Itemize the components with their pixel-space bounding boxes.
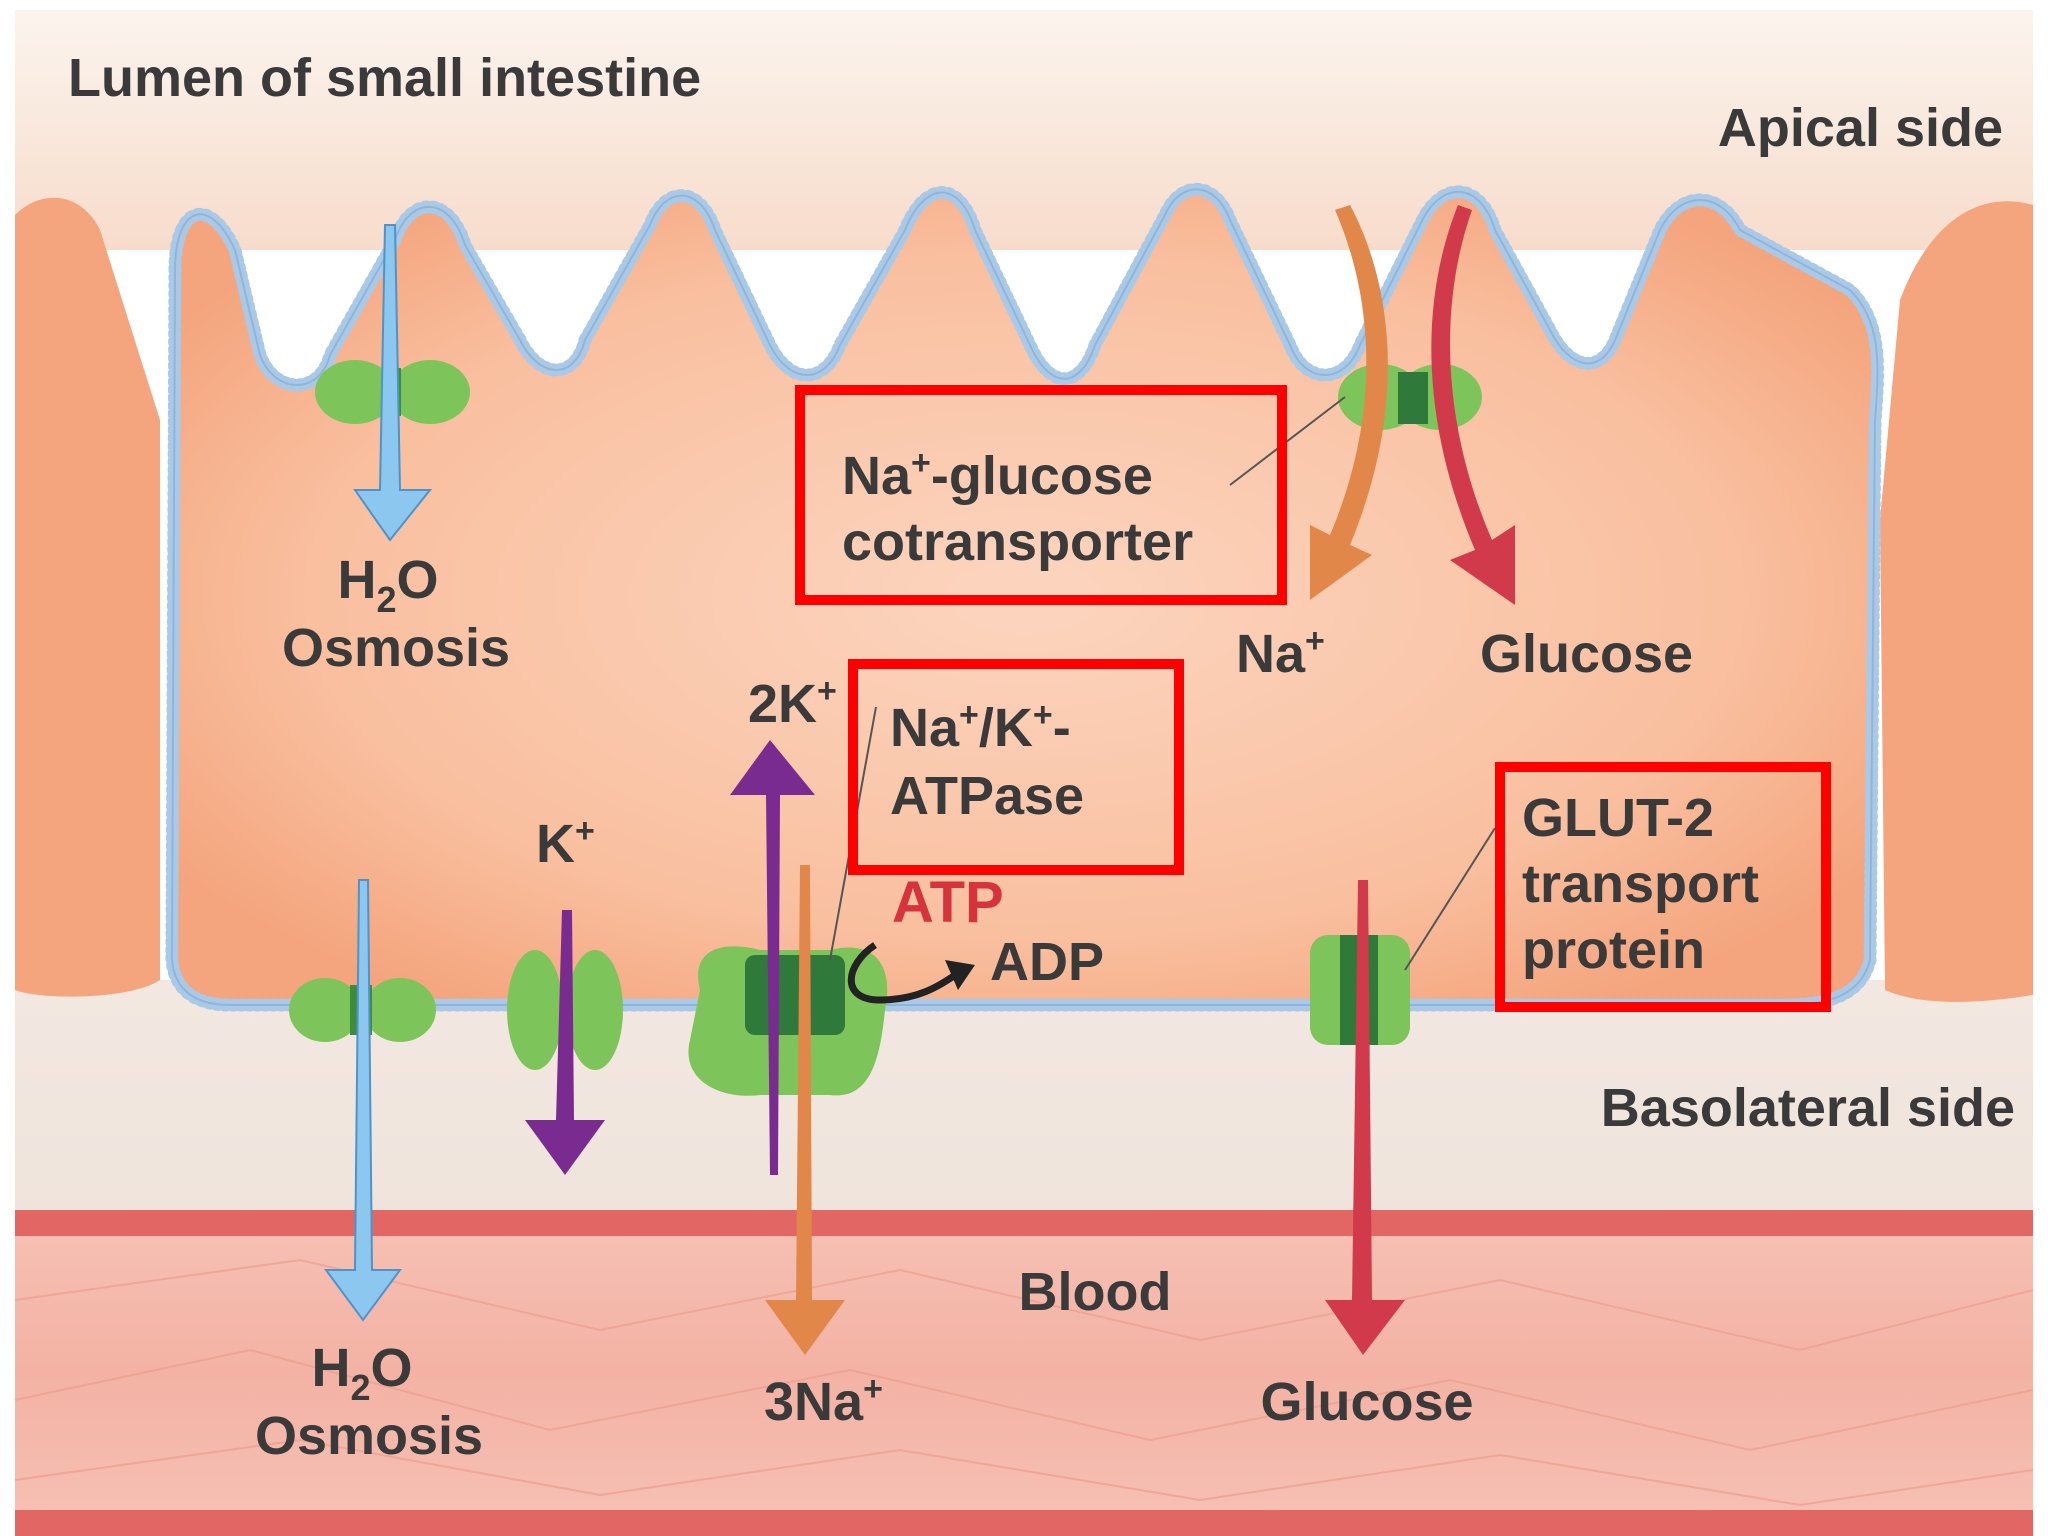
water-arrow-apical bbox=[353, 224, 433, 542]
cotransporter-label-line1: Na+-glucose bbox=[842, 444, 1153, 506]
blood-vessel-bottom-wall bbox=[15, 1510, 2033, 1536]
three-sodium-label: 3Na+ bbox=[764, 1370, 883, 1432]
glucose-in-label: Glucose bbox=[1480, 624, 1693, 684]
atp-to-adp-arrow bbox=[847, 942, 975, 1004]
potassium-arrow-in bbox=[730, 740, 815, 1175]
blood-label: Blood bbox=[1019, 1262, 1172, 1322]
water-basolateral-label: H2O bbox=[311, 1338, 412, 1408]
apical-side-label: Apical side bbox=[1718, 98, 2003, 158]
right-neighbor-cell bbox=[1880, 201, 2033, 1002]
cotransporter-leader-line bbox=[1229, 396, 1346, 486]
glut2-highlight-box bbox=[1495, 762, 1831, 1012]
cotransporter-highlight-box bbox=[795, 385, 1287, 605]
atp-label: ATP bbox=[892, 870, 1004, 935]
sodium-arrow-atpase-out bbox=[765, 865, 845, 1355]
sodium-in-label: Na+ bbox=[1236, 622, 1325, 684]
potassium-arrow-out bbox=[525, 910, 605, 1175]
potassium-channel-protein bbox=[507, 950, 623, 1070]
blood-vessel-top-wall bbox=[15, 1210, 2033, 1236]
osmosis-apical-label: Osmosis bbox=[282, 618, 510, 678]
glucose-arrow-cotransporter bbox=[1431, 205, 1515, 605]
sodium-arrow-cotransporter bbox=[1310, 205, 1388, 600]
osmosis-basolateral-label: Osmosis bbox=[255, 1406, 483, 1466]
adp-label: ADP bbox=[990, 932, 1104, 992]
glut2-leader-line bbox=[1404, 827, 1496, 971]
atpase-highlight-box bbox=[848, 659, 1184, 875]
glucose-arrow-basolateral bbox=[1325, 880, 1405, 1355]
blood-vessel bbox=[15, 1210, 2033, 1536]
left-neighbor-cell bbox=[15, 197, 160, 997]
water-arrow-basolateral bbox=[324, 879, 402, 1322]
water-apical-label: H2O bbox=[337, 550, 438, 620]
cotransporter-label-line2: cotransporter bbox=[842, 512, 1193, 572]
glucose-out-label: Glucose bbox=[1260, 1372, 1473, 1432]
potassium-label: K+ bbox=[536, 812, 595, 874]
atpase-label-line1: Na+/K+- bbox=[890, 696, 1071, 758]
glut2-label-line3: protein bbox=[1522, 920, 1705, 980]
enterocyte-membrane-edge bbox=[170, 188, 1879, 1006]
glut2-label-line1: GLUT-2 bbox=[1522, 788, 1714, 848]
basolateral-side-label: Basolateral side bbox=[1601, 1078, 2015, 1138]
atpase-label-line2: ATPase bbox=[890, 766, 1084, 826]
na-glucose-cotransporter-protein bbox=[1338, 364, 1482, 430]
lumen-label: Lumen of small intestine bbox=[68, 48, 701, 108]
glut2-label-line2: transport bbox=[1522, 854, 1759, 914]
two-potassium-label: 2K+ bbox=[748, 672, 837, 734]
